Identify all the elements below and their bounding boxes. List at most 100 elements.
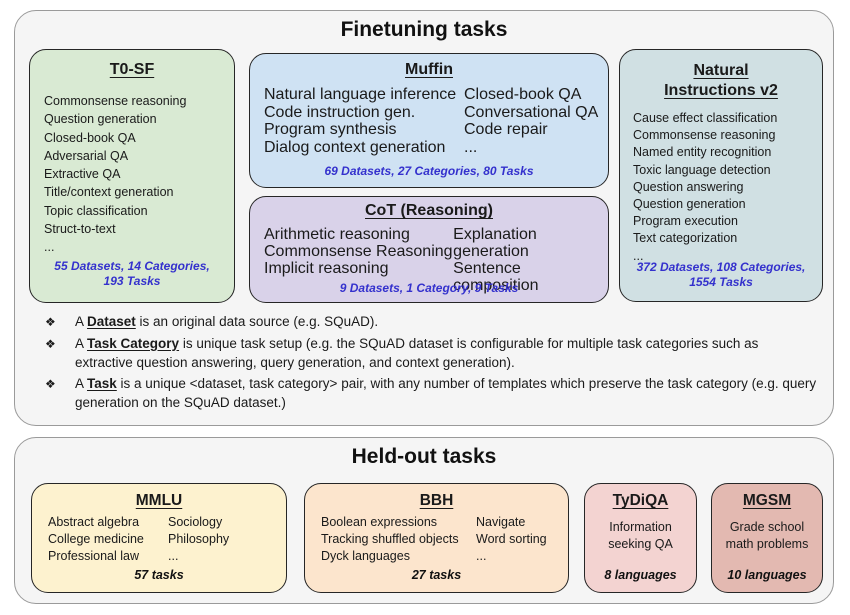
task-item: Question generation [633,197,746,212]
task-item: Sentence composition [453,260,539,294]
task-item: Commonsense reasoning [44,94,187,108]
task-item: Program synthesis [264,121,397,138]
task-item: Commonsense reasoning [633,128,776,143]
niv2-task-list: Cause effect classification Commonsense … [620,110,822,265]
finetuning-title: Finetuning tasks [340,18,508,41]
task-item: Program execution [633,214,738,229]
task-item: ... [168,549,179,563]
diamond-bullet-icon: ❖ [45,376,56,391]
cot-title: CoT (Reasoning) [365,202,493,219]
niv2-title-line1: Natural [693,62,749,79]
task-item: Tracking shuffled objects [321,532,459,546]
task-item: Navigate [476,515,526,529]
mmlu-column-2: Sociology Philosophy ... [168,514,229,565]
task-item: Professional law [48,549,140,563]
task-item: ... [476,549,487,563]
task-item: ... [633,248,644,263]
task-item: Cause effect classification [633,111,778,125]
task-item: Arithmetic reasoning [264,226,410,243]
note-term: Task Category [87,335,180,351]
mmlu-column-1: Abstract algebra College medicine Profes… [48,514,168,565]
mmlu-title: MMLU [135,492,183,509]
task-item: Named entity recognition [633,145,772,160]
mgsm-box: MGSM Grade school math problems 10 langu… [711,483,823,593]
bbh-column-1: Boolean expressions Tracking shuffled ob… [321,514,476,565]
bbh-column-2: Navigate Word sorting ... [476,514,547,565]
stats-line: 372 Datasets, 108 Categories, [636,260,806,274]
description-line: seeking QA [608,536,673,551]
definitions-notes: ❖ A Dataset is an original data source (… [45,312,817,414]
mmlu-stats: 57 tasks [134,568,184,582]
task-item: Question generation [44,112,157,127]
cot-column-2: Explanation generation Sentence composit… [453,226,608,302]
note-task: ❖ A Task is a unique <dataset, task cate… [45,374,817,413]
niv2-title: Natural Instructions v2 [620,61,822,101]
muffin-column-2: Closed-book QA Conversational QA Code re… [464,86,598,156]
muffin-box: Muffin Natural language inference Code i… [249,53,609,188]
task-item: Struct-to-text [44,222,116,237]
t0sf-stats: 55 Datasets, 14 Categories, 193 Tasks [30,259,234,289]
task-item: Question answering [633,179,744,194]
tydiqa-description: Information seeking QA [585,519,696,552]
muffin-title: Muffin [405,61,453,78]
task-item: Sociology [168,515,223,529]
niv2-stats: 372 Datasets, 108 Categories, 1554 Tasks [620,260,822,290]
task-item: Dyck languages [321,549,410,563]
t0sf-title: T0-SF [109,61,155,78]
note-dataset: ❖ A Dataset is an original data source (… [45,312,817,333]
task-item: ... [464,138,478,156]
cot-column-1: Arithmetic reasoning Commonsense Reasoni… [264,226,453,302]
description-line: Information [609,520,672,534]
task-item: Closed-book QA [464,86,582,103]
task-item: Code repair [464,121,548,138]
note-term: Dataset [87,314,136,329]
tydiqa-title: TyDiQA [612,492,669,509]
task-item: ... [44,240,55,255]
bbh-box: BBH Boolean expressions Tracking shuffle… [304,483,569,593]
cot-reasoning-box: CoT (Reasoning) Arithmetic reasoning Com… [249,196,609,303]
bbh-task-list: Boolean expressions Tracking shuffled ob… [305,514,568,565]
t0sf-box: T0-SF Commonsense reasoning Question gen… [29,49,235,303]
held-out-tasks-panel: Held-out tasks MMLU Abstract algebra Col… [14,437,834,604]
stats-line: 1554 Tasks [689,275,753,289]
note-term: Task [87,375,117,391]
task-item: Abstract algebra [48,515,140,529]
tydiqa-box: TyDiQA Information seeking QA 8 language… [584,483,697,593]
task-item: Code instruction gen. [264,103,416,121]
note-text: A Task Category is unique task setup (e.… [75,335,759,371]
mmlu-box: MMLU Abstract algebra College medicine P… [31,483,287,593]
description-line: Grade school [729,520,805,534]
task-item: Conversational QA [464,103,599,121]
task-item: Extractive QA [44,167,121,182]
note-text: A Dataset is an original data source (e.… [75,314,379,329]
mmlu-task-list: Abstract algebra College medicine Profes… [32,514,286,565]
task-item: Toxic language detection [633,162,771,177]
description-line: math problems [725,536,809,551]
niv2-title-line2: Instructions v2 [664,82,778,99]
stats-line: 193 Tasks [103,274,161,288]
task-item: Explanation generation [453,226,537,260]
muffin-stats: 69 Datasets, 27 Categories, 80 Tasks [324,164,534,178]
natural-instructions-v2-box: Natural Instructions v2 Cause effect cla… [619,49,823,302]
mgsm-stats: 10 languages [727,568,807,582]
task-item: Adversarial QA [44,148,129,163]
mgsm-description: Grade school math problems [712,519,822,552]
task-item: Implicit reasoning [264,260,389,277]
task-item: College medicine [48,532,144,546]
task-item: Philosophy [168,532,230,546]
task-item: Commonsense Reasoning [264,243,453,260]
task-item: Dialog context generation [264,138,446,156]
diamond-bullet-icon: ❖ [45,336,56,351]
stats-line: 55 Datasets, 14 Categories, [54,259,210,273]
muffin-task-list: Natural language inference Code instruct… [250,86,608,156]
cot-task-list: Arithmetic reasoning Commonsense Reasoni… [250,226,608,302]
task-item: Title/context generation [44,185,174,200]
tydiqa-stats: 8 languages [604,568,677,582]
heldout-title: Held-out tasks [351,445,497,468]
bbh-stats: 27 tasks [411,568,462,582]
task-item: Natural language inference [264,86,457,103]
finetuning-tasks-panel: Finetuning tasks T0-SF Commonsense reaso… [14,10,834,426]
note-text: A Task is a unique <dataset, task catego… [75,375,817,411]
cot-stats: 9 Datasets, 1 Category, 9 Tasks [339,281,519,295]
t0sf-task-list: Commonsense reasoning Question generatio… [30,92,234,257]
